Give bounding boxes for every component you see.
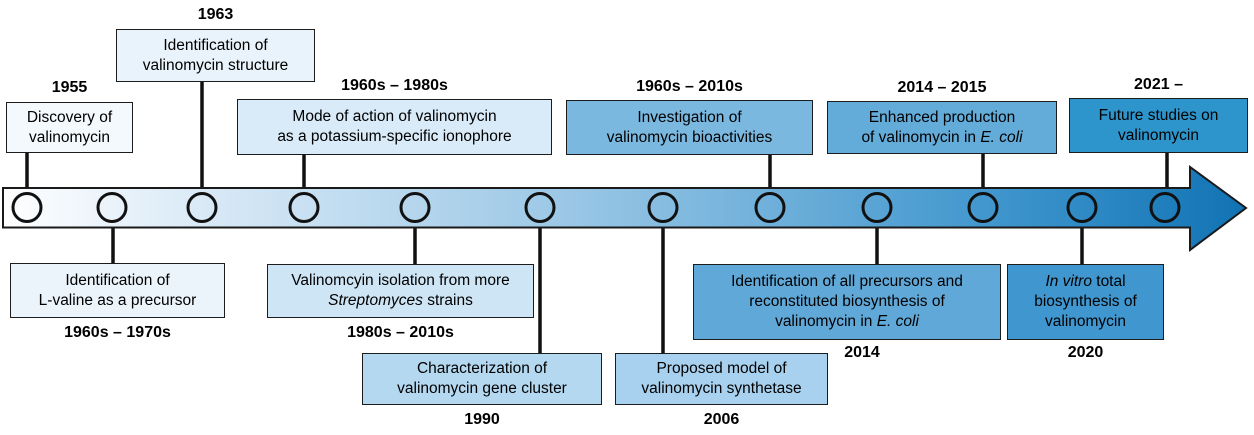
timeline-node <box>1149 192 1181 223</box>
timeline-node <box>11 192 43 223</box>
timeline-node <box>1066 192 1098 223</box>
timeline-node <box>861 192 893 223</box>
year-label-gene-cluster: 1990 <box>464 411 500 428</box>
year-label-bioactivities: 1960s – 2010s <box>636 78 743 95</box>
year-label-structure: 1963 <box>197 6 234 23</box>
year-label-future-studies: 2021 – <box>1134 76 1183 93</box>
year-label-discovery: 1955 <box>51 79 88 96</box>
year-label-in-vitro: 2020 <box>1067 344 1104 361</box>
year-label-l-valine: 1960s – 1970s <box>64 324 171 341</box>
timeline-node <box>399 192 431 223</box>
year-label-enhanced-production: 2014 – 2015 <box>897 79 987 96</box>
timeline-node <box>754 192 786 223</box>
timeline-node <box>967 192 999 223</box>
year-label-mode-of-action: 1960s – 1980s <box>341 77 448 94</box>
timeline-node <box>96 192 128 223</box>
timeline-node <box>524 192 556 223</box>
timeline-arrow <box>2 165 1248 252</box>
timeline-node <box>186 192 218 223</box>
year-label-synthetase: 2006 <box>703 411 740 428</box>
timeline-node <box>288 192 320 223</box>
year-label-isolation: 1980s – 2010s <box>347 324 454 341</box>
year-label-precursors: 2014 <box>844 344 880 361</box>
timeline-node <box>647 192 679 223</box>
